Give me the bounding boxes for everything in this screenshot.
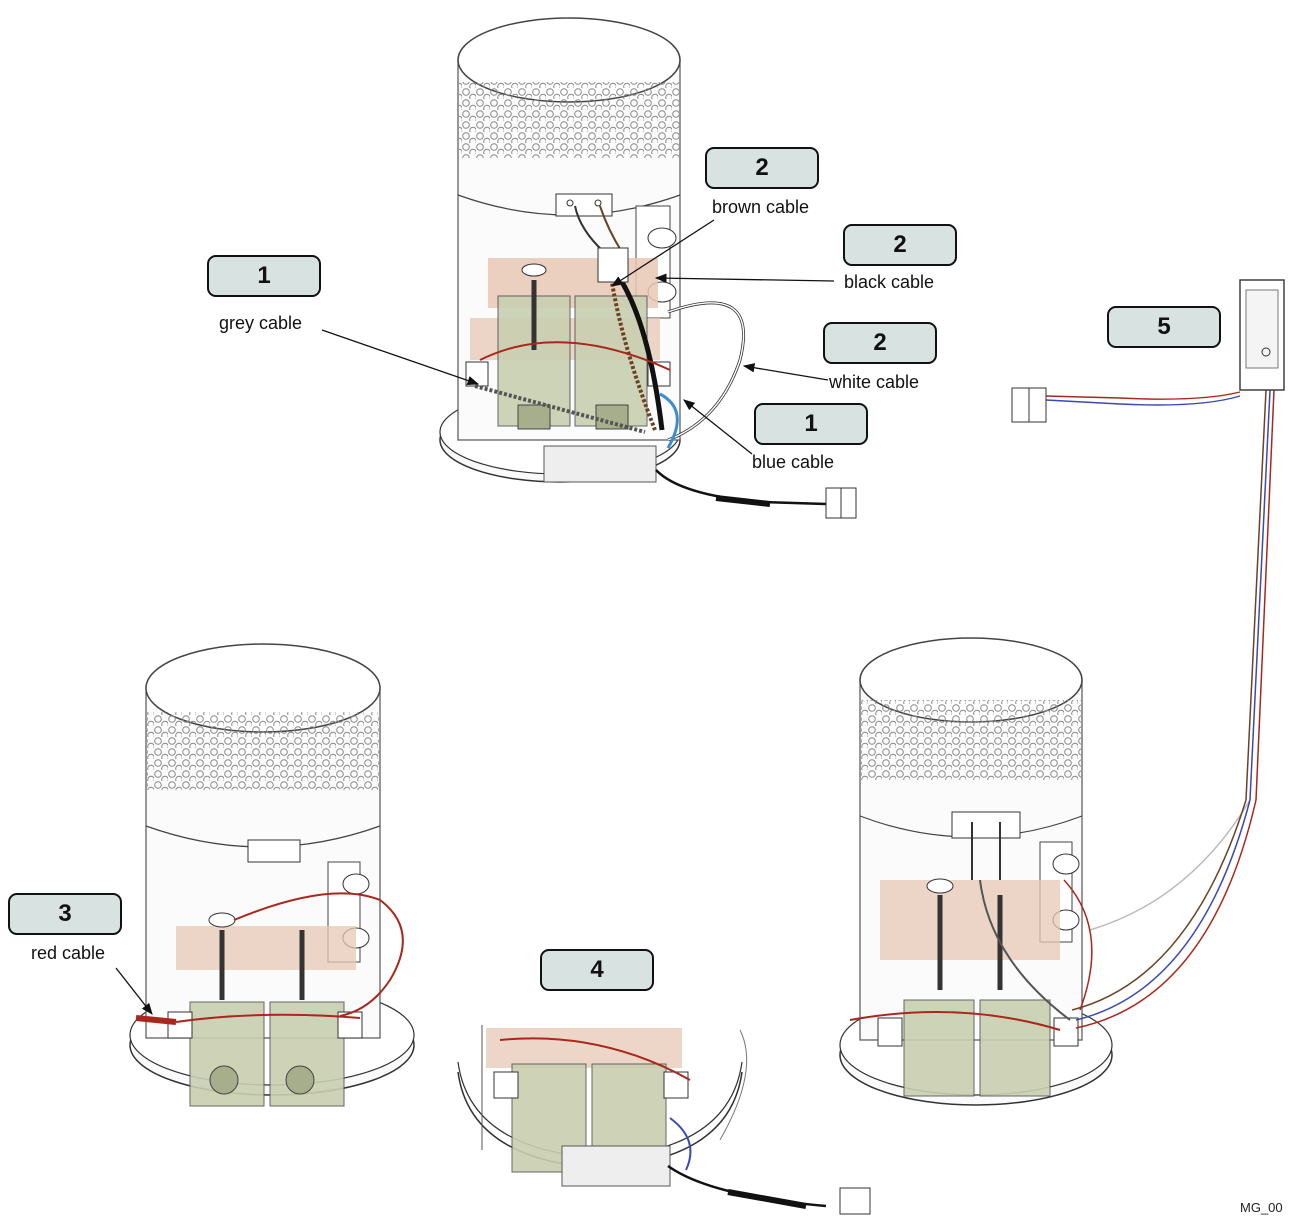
callout-step-1: 1 bbox=[754, 403, 868, 445]
callout-step-2: 2 bbox=[843, 224, 957, 266]
callout-step-1: 1 bbox=[207, 255, 321, 297]
black-cable-label: black cable bbox=[844, 272, 935, 292]
grey-cable-label: grey cable bbox=[219, 313, 303, 333]
callout-step-5: 5 bbox=[1107, 306, 1221, 348]
blue-cable-label: blue cable bbox=[752, 452, 835, 472]
brown-cable-label: brown cable bbox=[712, 197, 810, 217]
assembly-left bbox=[129, 643, 415, 1107]
assembly-right bbox=[839, 637, 1257, 1106]
white-cable-label: white cable bbox=[829, 372, 920, 392]
assembly-top bbox=[439, 17, 857, 519]
callout-step-2: 2 bbox=[823, 322, 937, 364]
power-module bbox=[1011, 279, 1285, 801]
leader-lines bbox=[115, 219, 835, 1015]
red-cable-label: red cable bbox=[31, 943, 106, 963]
callout-step-3: 3 bbox=[8, 893, 122, 935]
callout-step-2: 2 bbox=[705, 147, 819, 189]
assembly-detail bbox=[457, 1025, 871, 1215]
callout-step-4: 4 bbox=[540, 949, 654, 991]
drawing-code: MG_00 bbox=[1240, 1200, 1283, 1215]
